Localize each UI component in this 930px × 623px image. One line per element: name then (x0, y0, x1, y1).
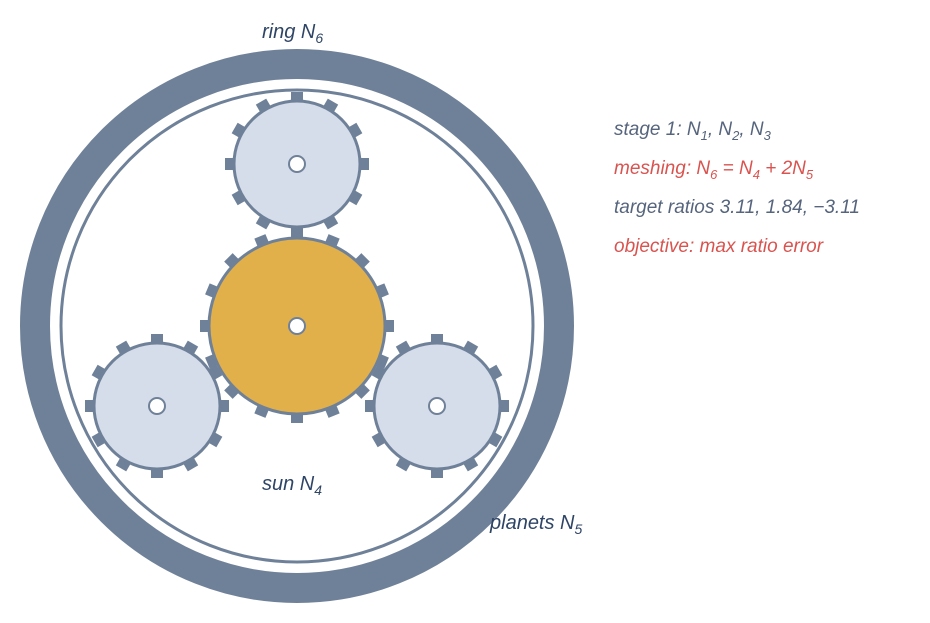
axle-hole (288, 155, 306, 173)
planets-label: planets N5 (489, 512, 583, 537)
gear-group (85, 92, 509, 478)
annotation-notes: stage 1: N1, N2, N3 meshing: N6 = N4 + 2N… (614, 119, 860, 257)
ring-gear (20, 49, 574, 603)
axle-hole (428, 397, 446, 415)
note-line: target ratios 3.11, 1.84, −3.11 (614, 197, 860, 218)
ring-inner-line (59, 88, 535, 564)
axle-hole (288, 317, 306, 335)
planet-gear-top (225, 92, 369, 236)
ring-label: ring N6 (262, 21, 323, 46)
axle-hole (148, 397, 166, 415)
planet-gear-right (365, 334, 509, 478)
note-line: meshing: N6 = N4 + 2N5 (614, 158, 814, 182)
sun-gear (200, 229, 394, 423)
sun-label: sun N4 (262, 473, 322, 498)
note-line: stage 1: N1, N2, N3 (614, 119, 772, 143)
planet-gear-left (85, 334, 229, 478)
note-line: objective: max ratio error (614, 236, 824, 257)
